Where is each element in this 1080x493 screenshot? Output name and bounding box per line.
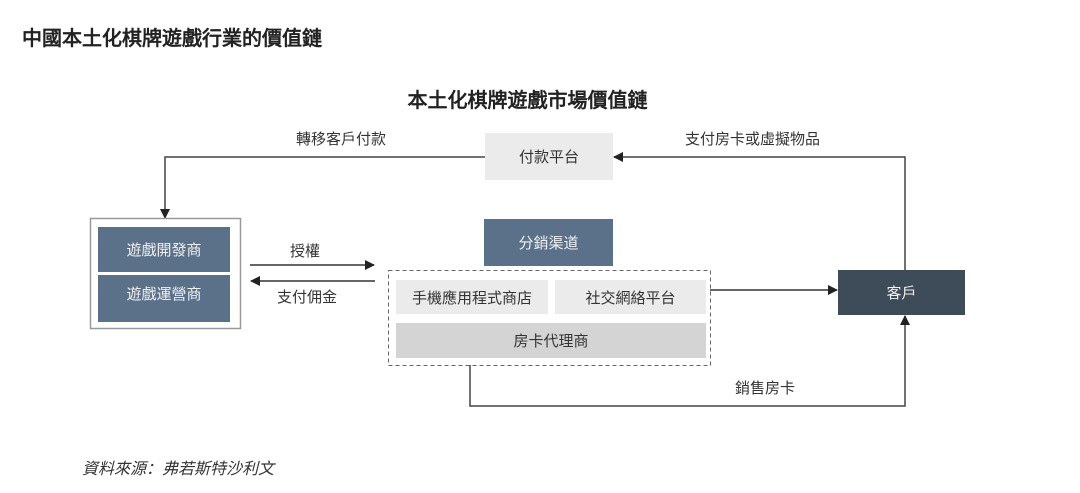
payment-platform-node: 付款平台 <box>485 133 613 180</box>
card-agent-node: 房卡代理商 <box>396 323 706 358</box>
customer-node: 客戶 <box>838 270 965 315</box>
operator-node: 遊戲運營商 <box>98 275 230 322</box>
developer-group-border <box>89 217 242 330</box>
transfer-payment-label: 轉移客戶付款 <box>296 130 387 148</box>
license-label: 授權 <box>290 242 321 260</box>
figure-title: 中國本土化棋牌遊戲行業的價值鏈 <box>22 26 322 50</box>
source-note: 資料來源：弗若斯特沙利文 <box>82 459 275 478</box>
pay-cards-arrow <box>613 152 906 270</box>
sell-cards-arrow <box>469 315 910 407</box>
app-store-node: 手機應用程式商店 <box>396 280 548 314</box>
transfer-payment-arrow <box>160 156 485 219</box>
developer-node: 遊戲開發商 <box>98 227 230 272</box>
distribution-group-border <box>388 270 711 366</box>
pay-cards-label: 支付房卡或虛擬物品 <box>685 130 821 148</box>
sell-cards-label: 銷售房卡 <box>735 379 796 397</box>
distribution-node: 分銷渠道 <box>484 219 613 266</box>
commission-label: 支付佣金 <box>277 288 338 306</box>
diagram-title: 本土化棋牌遊戲市場價值鏈 <box>407 88 648 112</box>
social-platform-node: 社交網絡平台 <box>555 280 706 314</box>
